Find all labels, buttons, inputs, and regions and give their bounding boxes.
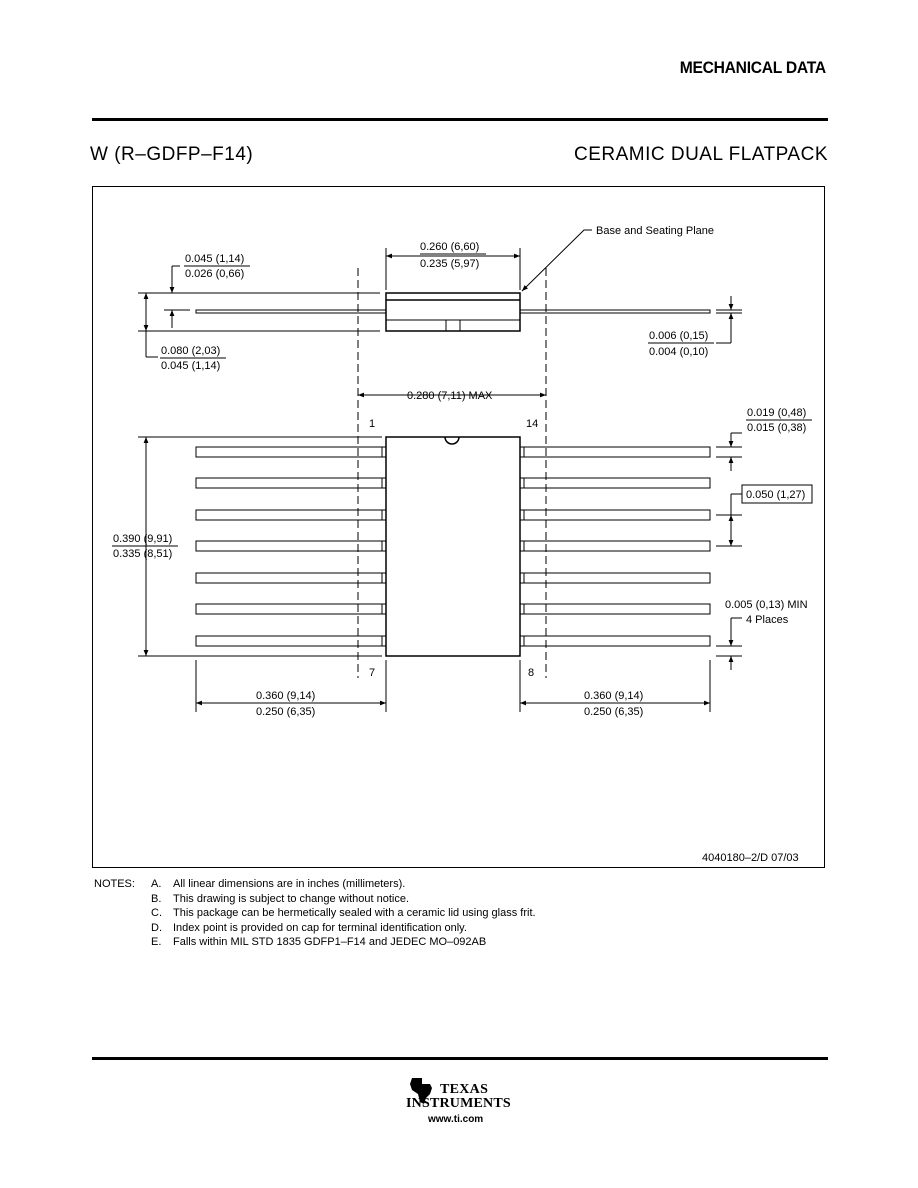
pin-1-label: 1	[369, 418, 375, 430]
note-item: C.This package can be hermetically seale…	[151, 907, 536, 920]
pin-8-label: 8	[528, 667, 534, 679]
lead-width-min: 0.015 (0,38)	[747, 422, 806, 434]
pitch-value: 0.050 (1,27)	[746, 489, 805, 501]
footer-rule	[92, 1057, 828, 1060]
body-length-max: 0.390 (9,91)	[113, 533, 172, 545]
note-item: E.Falls within MIL STD 1835 GDFP1–F14 an…	[151, 936, 487, 949]
brand-line2: INSTRUMENTS	[406, 1096, 511, 1111]
notes-list: A.All linear dimensions are in inches (m…	[151, 877, 536, 950]
texas-state-icon	[410, 1078, 432, 1104]
page-header-title: MECHANICAL DATA	[679, 58, 826, 77]
span-max: 0.280 (7,11) MAX	[407, 390, 493, 402]
lead-len-left-max: 0.360 (9,14)	[256, 690, 315, 702]
body-width-max: 0.260 (6,60)	[420, 241, 479, 253]
lead-len-right-max: 0.360 (9,14)	[584, 690, 643, 702]
footer-url[interactable]: www.ti.com	[428, 1114, 484, 1125]
base-plane-label: Base and Seating Plane	[596, 225, 714, 237]
package-code: W (R–GDFP–F14)	[90, 144, 254, 165]
side-view-leads	[195, 309, 711, 314]
note-item: A.All linear dimensions are in inches (m…	[151, 878, 406, 890]
brand-line1: TEXAS	[440, 1082, 489, 1097]
pin-14-label: 14	[526, 418, 538, 430]
body-length-min: 0.335 (8,51)	[113, 548, 172, 560]
lead-height-max: 0.045 (1,14)	[185, 253, 244, 265]
note-item: B.This drawing is subject to change with…	[151, 892, 410, 905]
notes-label: NOTES:	[94, 878, 135, 890]
top-view-leads-left	[195, 446, 387, 647]
lead-thick-min: 0.004 (0,10)	[649, 346, 708, 358]
end-clearance: 0.005 (0,13) MIN	[725, 599, 808, 611]
base-plane-leader	[521, 229, 592, 292]
header-rule	[92, 118, 828, 121]
note-item: D.Index point is provided on cap for ter…	[151, 921, 467, 934]
drawing-number: 4040180–2/D 07/03	[702, 852, 799, 864]
body-width-min: 0.235 (5,97)	[420, 258, 479, 270]
lead-len-right-min: 0.250 (6,35)	[584, 706, 643, 718]
top-view-body	[385, 436, 521, 657]
lead-thick-max: 0.006 (0,15)	[649, 330, 708, 342]
lead-height-min: 0.026 (0,66)	[185, 268, 244, 280]
top-view-leads-right	[519, 446, 711, 647]
drawing-frame	[92, 186, 825, 868]
ti-logo: TEXAS INSTRUMENTS www.ti.com	[406, 1076, 526, 1136]
lead-len-left-min: 0.250 (6,35)	[256, 706, 315, 718]
lead-width-max: 0.019 (0,48)	[747, 407, 806, 419]
overall-height-min: 0.045 (1,14)	[161, 360, 220, 372]
pitch-basic-box	[741, 484, 813, 504]
overall-height-max: 0.080 (2,03)	[161, 345, 220, 357]
pin-7-label: 7	[369, 667, 375, 679]
end-clearance-note: 4 Places	[746, 614, 789, 626]
package-name: CERAMIC DUAL FLATPACK	[573, 144, 828, 165]
side-view-body	[385, 292, 521, 332]
